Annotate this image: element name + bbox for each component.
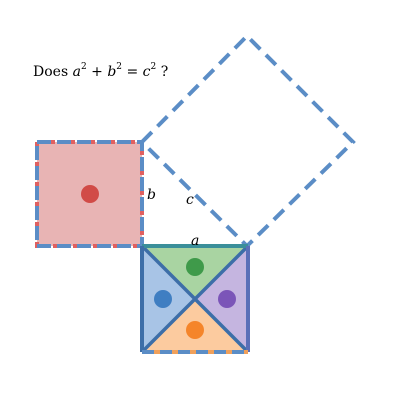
square-c-outline	[139, 33, 356, 249]
question-var-a: a	[72, 64, 81, 80]
square-a	[140, 244, 250, 354]
question-text: Does a2 + b2 = c2 ?	[33, 62, 169, 80]
label-c: c	[186, 192, 194, 208]
label-b: b	[147, 187, 156, 203]
question-var-b: b	[107, 64, 117, 80]
square-b-border	[35, 140, 144, 248]
question-equals: =	[126, 64, 139, 80]
question-suffix: ?	[160, 64, 169, 80]
question-exp-c: 2	[150, 62, 157, 73]
question-var-c: c	[142, 64, 151, 80]
triangle-left-dot	[154, 290, 172, 308]
question-plus: +	[91, 64, 103, 80]
square-b-dot	[81, 185, 99, 203]
diagonal-2	[140, 244, 250, 354]
question-prefix: Does	[33, 64, 69, 80]
triangle-right-dot	[218, 290, 236, 308]
triangle-bottom-dot	[186, 321, 204, 339]
label-a: a	[191, 233, 199, 249]
square-b	[35, 140, 144, 248]
question-exp-b: 2	[116, 62, 123, 73]
question-exp-a: 2	[80, 62, 87, 73]
triangle-top-dot	[186, 258, 204, 276]
